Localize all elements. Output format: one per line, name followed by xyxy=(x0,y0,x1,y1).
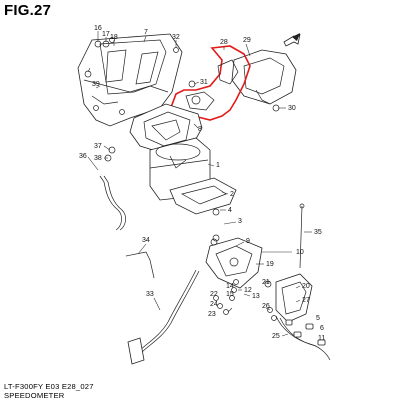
wire-clip xyxy=(125,251,155,279)
wiring-harness xyxy=(275,315,331,361)
callout-3: 3 xyxy=(238,218,242,225)
callout-labels: 16 17 18 7 32 28 29 31 39 30 8 37 38 36 … xyxy=(79,25,325,342)
figure-title: FIG.27 xyxy=(4,2,52,19)
callout-17: 17 xyxy=(102,31,110,38)
callout-7: 7 xyxy=(144,29,148,36)
highlighted-bracket xyxy=(168,45,251,121)
front-direction-arrow-icon xyxy=(283,33,301,47)
speedometer-cable xyxy=(127,269,200,365)
callout-29: 29 xyxy=(243,37,251,44)
callout-23: 23 xyxy=(208,311,216,318)
callout-6: 6 xyxy=(320,325,324,332)
diagram-caption: SPEEDOMETER xyxy=(4,391,65,400)
callout-39: 39 xyxy=(92,81,100,88)
callout-13: 13 xyxy=(252,293,260,300)
callout-9: 9 xyxy=(246,238,250,245)
callout-12: 12 xyxy=(244,287,252,294)
leader-lines xyxy=(87,31,312,337)
callout-18: 18 xyxy=(110,34,118,41)
screws xyxy=(84,37,280,321)
callout-38: 38 xyxy=(94,155,102,162)
meter-visor-cover xyxy=(231,49,297,105)
callout-31: 31 xyxy=(200,79,208,86)
callout-28: 28 xyxy=(220,39,228,46)
callout-32: 32 xyxy=(172,34,180,41)
lamp-wire xyxy=(99,175,126,231)
callout-26: 26 xyxy=(262,303,270,310)
callout-35: 35 xyxy=(314,229,322,236)
callout-16: 16 xyxy=(94,25,102,32)
model-code-line: LT-F300FY E03 E28_027 xyxy=(4,382,94,391)
callout-5: 5 xyxy=(316,315,320,322)
callout-30: 30 xyxy=(288,105,296,112)
callout-2: 2 xyxy=(230,191,234,198)
callout-20: 20 xyxy=(302,283,310,290)
callout-36: 36 xyxy=(79,153,87,160)
callout-15: 15 xyxy=(226,291,234,298)
meter-lower-case xyxy=(169,177,237,215)
callout-8: 8 xyxy=(198,126,202,133)
callout-1: 1 xyxy=(216,162,220,169)
callout-24: 24 xyxy=(210,301,218,308)
callout-27: 27 xyxy=(302,297,310,304)
callout-37: 37 xyxy=(94,143,102,150)
callout-14: 14 xyxy=(226,283,234,290)
callout-33: 33 xyxy=(146,291,154,298)
callout-10: 10 xyxy=(296,249,304,256)
callout-21: 21 xyxy=(262,279,270,286)
callout-25: 25 xyxy=(272,333,280,340)
meter-case-upper xyxy=(77,33,183,127)
callout-22: 22 xyxy=(210,291,218,298)
callout-34: 34 xyxy=(142,237,150,244)
rod xyxy=(299,203,305,269)
cable-bracket xyxy=(205,237,263,289)
switch-housing xyxy=(275,273,313,323)
callout-11: 11 xyxy=(318,335,325,342)
callout-19: 19 xyxy=(266,261,274,268)
callout-4: 4 xyxy=(228,207,232,214)
